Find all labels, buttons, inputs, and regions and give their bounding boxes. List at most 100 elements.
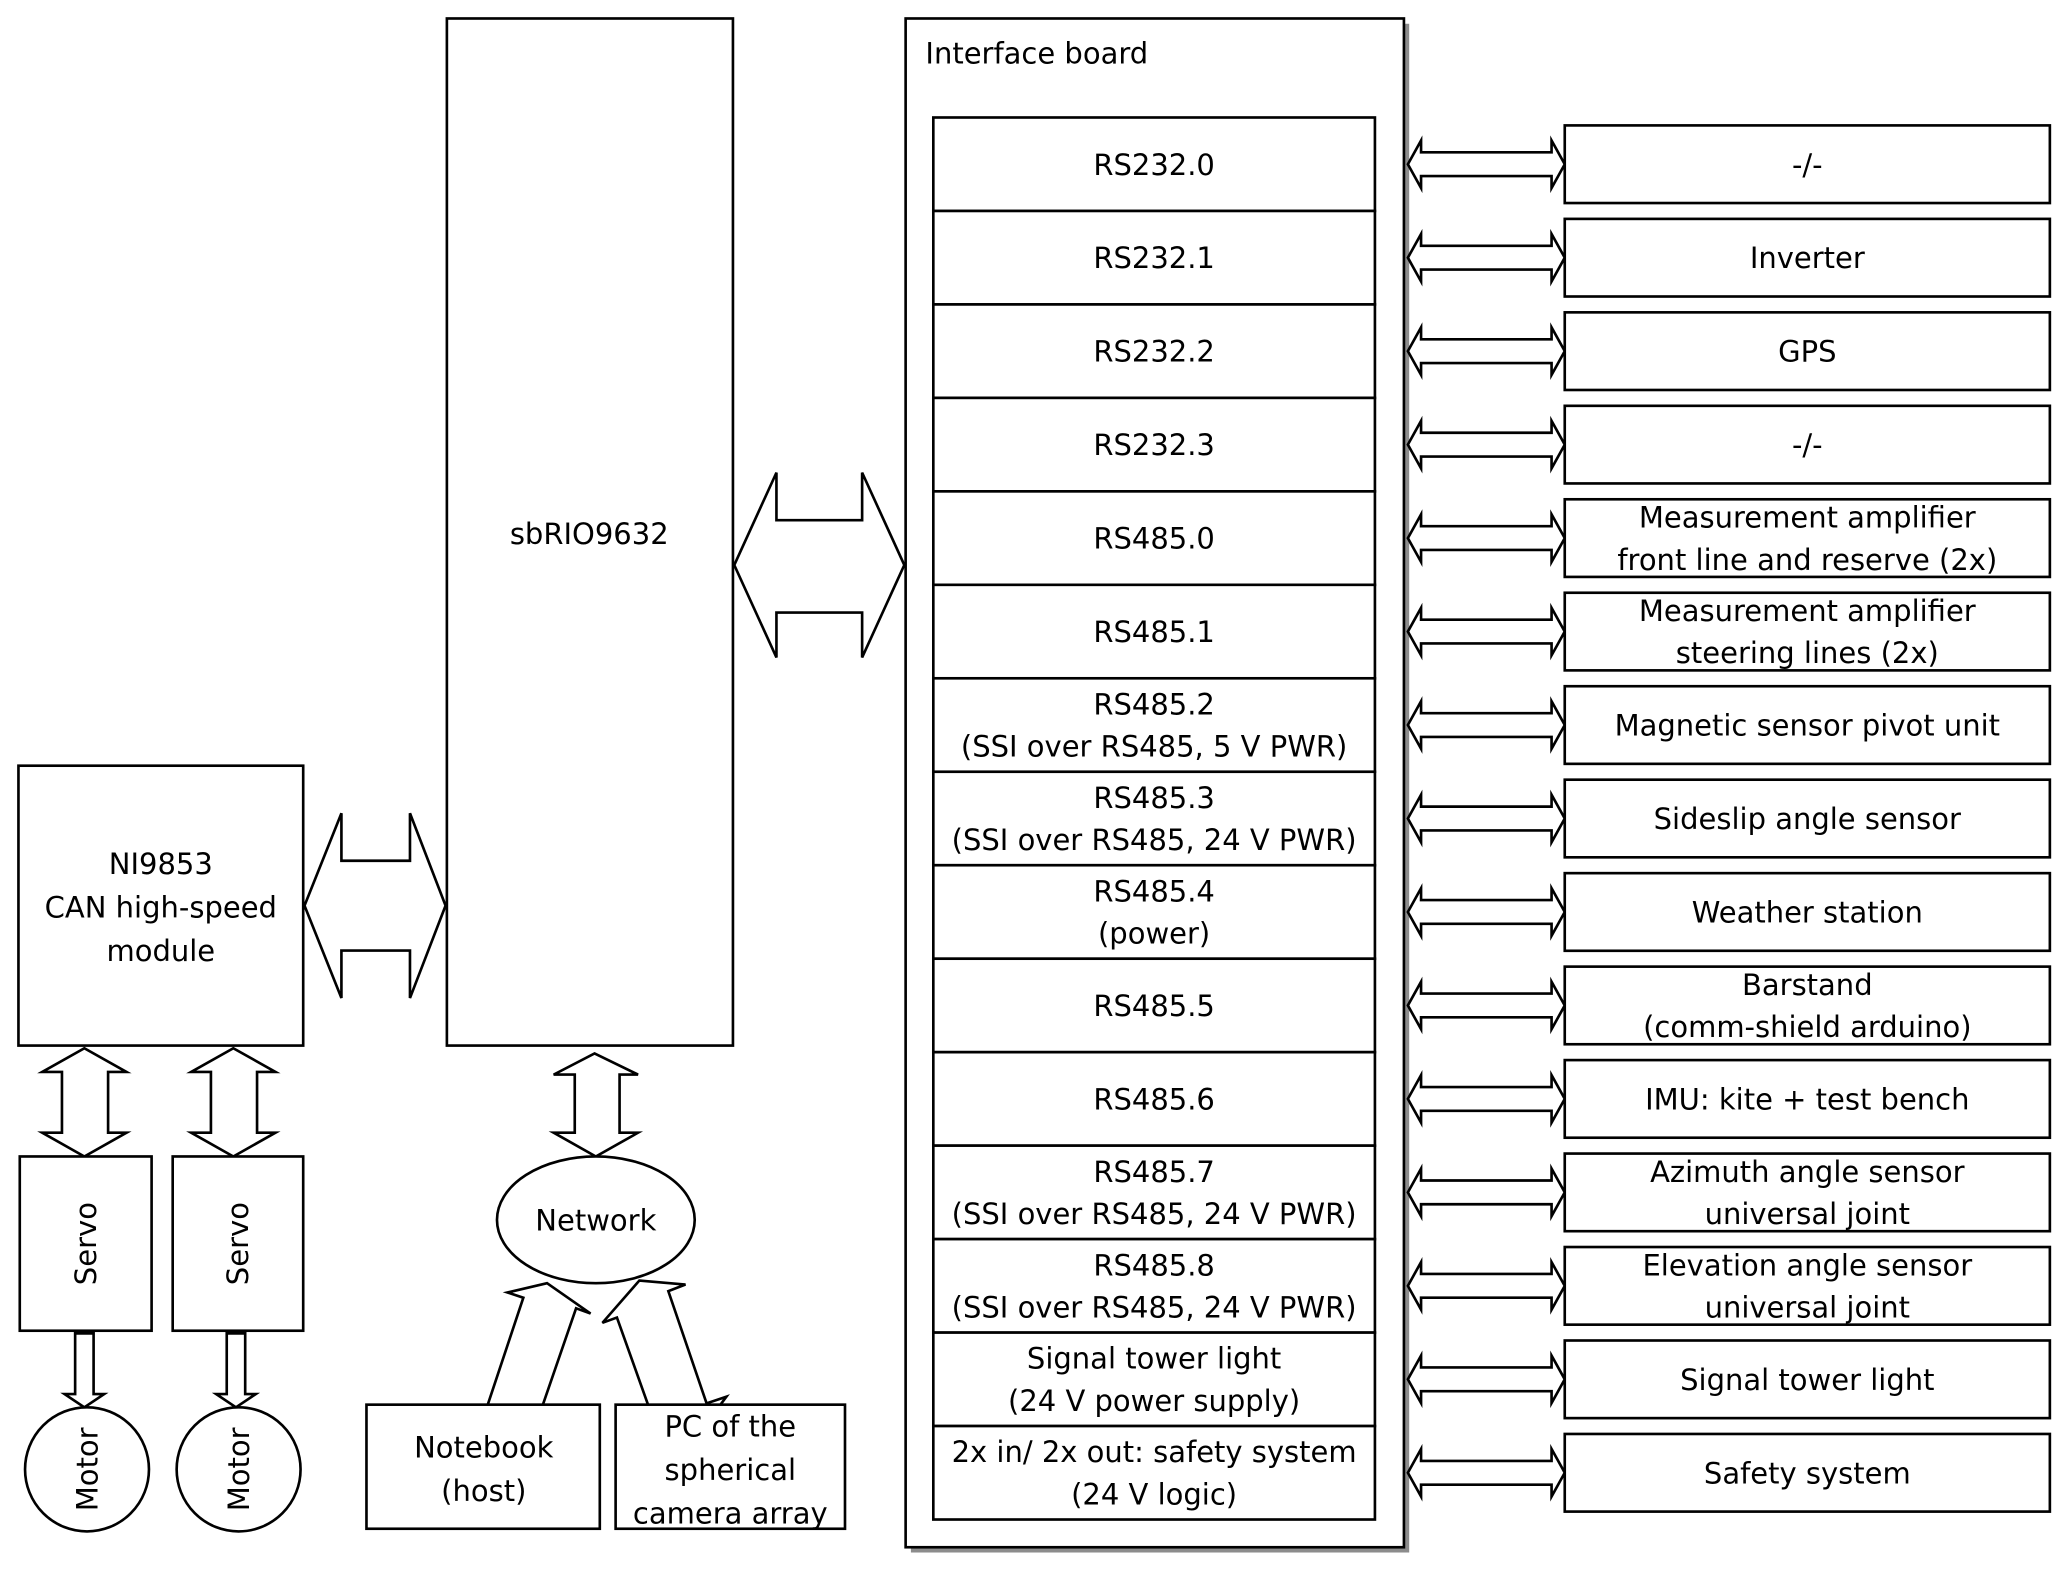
port-device-arrow — [1406, 696, 1567, 754]
port-device-arrow — [1406, 135, 1567, 194]
port-label-line-1: RS232.1 — [1093, 241, 1215, 275]
motor-2-label: Motor — [222, 1427, 256, 1511]
port-cell — [931, 863, 1377, 961]
network-ellipse — [495, 1155, 697, 1285]
device-box — [1563, 217, 2052, 298]
device-item: Barstand(comm-shield arduino) — [1563, 965, 2052, 1046]
device-box — [1563, 1432, 2052, 1513]
arrow-servo-motor-2 — [211, 1332, 261, 1409]
device-item: IMU: kite + test bench — [1563, 1058, 2052, 1140]
can-module-block: NI9853 CAN high-speed module — [17, 764, 305, 1047]
device-label-line-1: Measurement amplifier — [1639, 501, 1976, 535]
port-label-line-1: RS232.2 — [1093, 335, 1215, 369]
device-label-line-2: universal joint — [1705, 1197, 1910, 1231]
can-module-line-1: NI9853 — [109, 847, 213, 881]
port-device-arrow — [1406, 883, 1567, 941]
port-cell — [931, 116, 1377, 213]
servo-1-box — [18, 1155, 153, 1333]
port-row: RS232.0 — [931, 116, 1377, 213]
port-row: RS485.1 — [931, 583, 1377, 680]
port-cell — [931, 676, 1377, 774]
device-label-line-1: IMU: kite + test bench — [1645, 1082, 1969, 1116]
port-label-line-2: (SSI over RS485, 24 V PWR) — [952, 823, 1357, 857]
port-device-arrow — [1406, 1070, 1567, 1128]
port-row: RS232.3 — [931, 396, 1377, 493]
port-cell — [931, 1424, 1377, 1521]
port-label-line-2: (24 V power supply) — [1008, 1384, 1300, 1418]
can-module-line-2: CAN high-speed — [45, 890, 277, 924]
device-label-line-1: Sideslip angle sensor — [1654, 802, 1961, 836]
network-label: Network — [535, 1203, 656, 1237]
device-item: Signal tower light — [1563, 1339, 2052, 1420]
device-box — [1563, 871, 2052, 953]
port-label-line-1: 2x in/ 2x out: safety system — [952, 1435, 1357, 1469]
device-label-line-2: front line and reserve (2x) — [1617, 543, 1997, 577]
arrow-can-servo-2 — [186, 1046, 281, 1158]
camera-array-pc: PC of the spherical camera array — [614, 1403, 847, 1531]
port-cell — [931, 1144, 1377, 1241]
device-box — [1563, 684, 2052, 766]
port-cell — [931, 1331, 1377, 1428]
port-cell — [931, 396, 1377, 493]
port-cell — [931, 303, 1377, 400]
port-row: RS485.5 — [931, 957, 1377, 1054]
port-row: RS485.4(power) — [931, 863, 1377, 961]
port-device-arrow — [1406, 322, 1567, 381]
device-item: Weather station — [1563, 871, 2052, 953]
device-label-line-1: Inverter — [1750, 241, 1865, 275]
sbrio-box — [445, 17, 735, 1047]
device-label-line-1: Safety system — [1704, 1456, 1911, 1490]
device-label-line-1: GPS — [1778, 335, 1836, 369]
port-row: RS232.2 — [931, 303, 1377, 400]
arrow-servo-motor-1 — [60, 1332, 109, 1409]
port-row: RS485.2 (SSI over RS485, 5 V PWR) — [931, 676, 1377, 774]
sbrio-controller-block: sbRIO9632 — [445, 17, 735, 1047]
device-item: Magnetic sensor pivot unit — [1563, 684, 2052, 766]
device-box — [1563, 1058, 2052, 1140]
port-device-arrow — [1406, 976, 1567, 1035]
port-label-line-1: RS485.1 — [1093, 615, 1215, 649]
device-label-line-1: Weather station — [1692, 896, 1923, 930]
port-label-line-2: (power) — [1098, 917, 1210, 951]
port-row: RS232.1 — [931, 209, 1377, 306]
device-box — [1563, 1339, 2052, 1420]
port-row: RS485.7(SSI over RS485, 24 V PWR) — [931, 1144, 1377, 1241]
device-label-line-1: Azimuth angle sensor — [1650, 1155, 1965, 1189]
port-label-line-2: (SSI over RS485, 5 V PWR) — [961, 730, 1347, 764]
port-label-line-1: RS232.3 — [1093, 428, 1215, 462]
port-label-line-1: RS485.3 — [1093, 781, 1215, 815]
port-device-arrow — [1406, 1350, 1567, 1409]
notebook-box — [365, 1403, 602, 1531]
port-row: RS485.0 — [931, 490, 1377, 587]
port-list: RS232.0RS232.1RS232.2RS232.3RS485.0RS485… — [931, 116, 1377, 1521]
motor-1-circle — [23, 1405, 151, 1533]
device-box — [1563, 965, 2052, 1046]
port-label-line-1: RS232.0 — [1093, 148, 1215, 182]
port-label-line-1: RS485.6 — [1093, 1082, 1215, 1116]
port-cell — [931, 490, 1377, 587]
servo-2: Servo — [171, 1155, 305, 1333]
camera-pc-box — [614, 1403, 847, 1531]
port-label-line-1: RS485.2 — [1093, 687, 1215, 721]
port-label-line-1: RS485.0 — [1093, 522, 1215, 556]
port-row: RS485.8(SSI over RS485, 24 V PWR) — [931, 1237, 1377, 1334]
port-row: RS485.3 (SSI over RS485, 24 V PWR) — [931, 770, 1377, 867]
arrow-can-servo-1 — [37, 1046, 132, 1158]
port-device-arrow — [1406, 228, 1567, 287]
servo-2-label: Servo — [221, 1202, 255, 1285]
port-device-arrow — [1406, 1256, 1567, 1315]
port-cell — [931, 583, 1377, 680]
device-label-line-1: -/- — [1792, 148, 1823, 182]
bus-arrow-can-sbrio — [303, 812, 447, 999]
servo-2-box — [171, 1155, 305, 1333]
device-item: GPS — [1563, 311, 2052, 392]
device-item: Sideslip angle sensor — [1563, 778, 2052, 859]
port-label-line-1: RS485.7 — [1093, 1155, 1215, 1189]
device-item: Measurement amplifier front line and rese… — [1563, 497, 2052, 579]
device-box — [1563, 778, 2052, 859]
port-row: 2x in/ 2x out: safety system(24 V logic) — [931, 1424, 1377, 1521]
device-box — [1563, 1152, 2052, 1233]
